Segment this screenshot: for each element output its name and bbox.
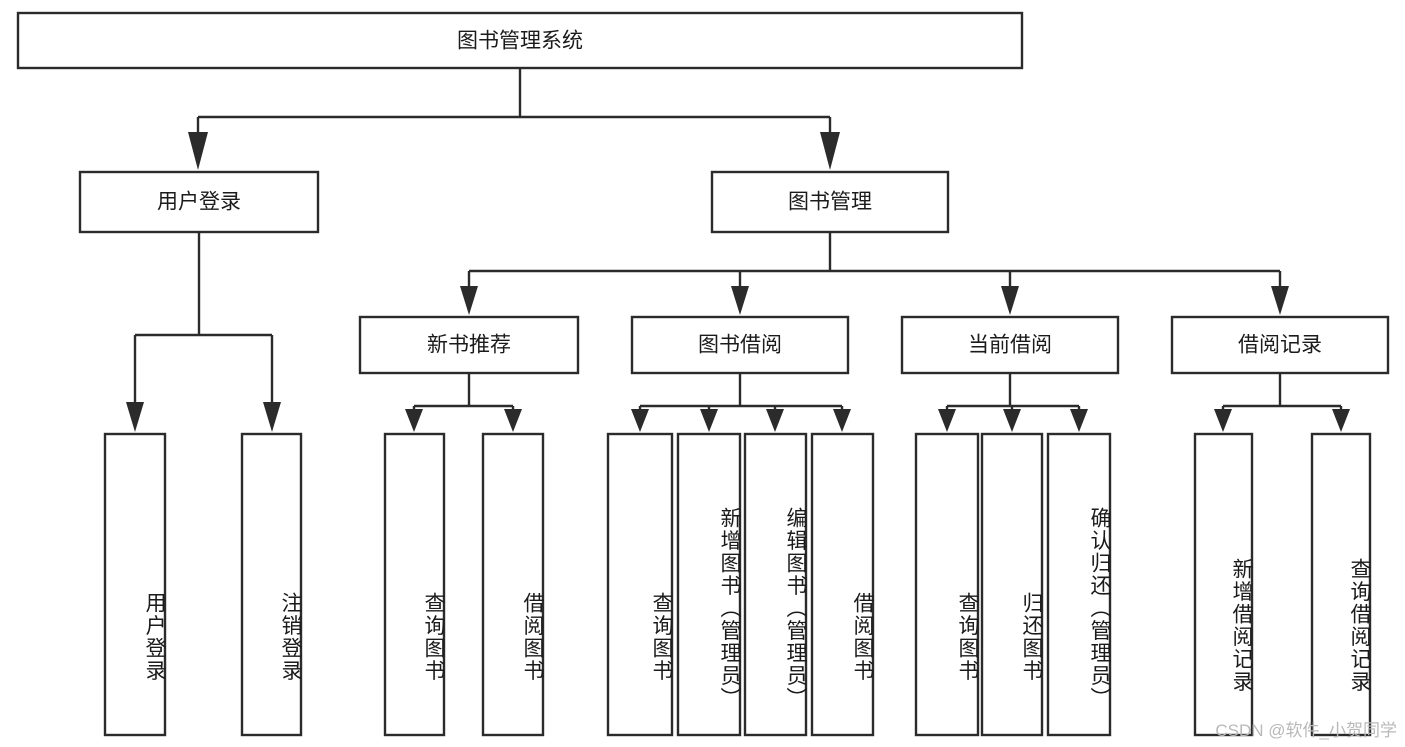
arrow-head-icon [504, 409, 522, 432]
connectors-bookmgmt-to-level3 [460, 232, 1289, 315]
arrow-head-icon [460, 286, 478, 315]
arrow-head-icon [126, 402, 144, 432]
arrow-head-icon [731, 286, 749, 315]
leaf-node-box[interactable] [481, 432, 545, 737]
leaf-node-box[interactable] [676, 432, 742, 737]
leaf-node-box[interactable] [240, 432, 303, 737]
connectors-current-to-leaves [938, 373, 1088, 432]
node-current-borrow-box[interactable] [900, 315, 1120, 375]
arrow-head-icon [188, 132, 208, 170]
leaf-node-box[interactable] [103, 432, 167, 737]
arrow-head-icon [1070, 409, 1088, 432]
node-root[interactable]: 图书管理系统 [16, 11, 1024, 70]
leaf-node-box[interactable] [383, 432, 446, 737]
arrow-head-icon [938, 409, 956, 432]
arrow-head-icon [405, 409, 423, 432]
node-borrow-record-label: 借阅记录 [1238, 334, 1322, 357]
node-book-borrow-label: 图书借阅 [698, 334, 782, 357]
node-current-borrow[interactable]: 当前借阅 [900, 315, 1120, 375]
node-user-login[interactable]: 用户登录 [78, 170, 320, 234]
arrow-head-icon [631, 409, 649, 432]
node-new-book-recommend-box[interactable] [358, 315, 580, 375]
arrow-head-icon [820, 132, 840, 170]
leaf-node-boxes [103, 432, 1372, 737]
leaf-node-box[interactable] [1046, 432, 1112, 737]
arrow-head-icon [833, 409, 851, 432]
leaf-node-box[interactable] [914, 432, 980, 737]
connectors-root-to-level2 [188, 68, 840, 170]
node-borrow-record-box[interactable] [1170, 315, 1390, 375]
node-user-login-box[interactable] [78, 170, 320, 234]
node-book-management-box[interactable] [710, 170, 950, 234]
arrow-head-icon [1001, 286, 1019, 315]
node-book-borrow-box[interactable] [630, 315, 850, 375]
leaf-node-box[interactable] [606, 432, 674, 737]
node-root-label: 图书管理系统 [457, 30, 583, 53]
connectors-record-to-leaves [1214, 373, 1350, 432]
arrow-head-icon [1214, 409, 1232, 432]
connectors-borrow-to-leaves [631, 373, 851, 432]
arrow-head-icon [1003, 409, 1021, 432]
leaf-node-box[interactable] [980, 432, 1044, 737]
watermark-text: CSDN @软件_小贺同学 [1215, 721, 1397, 740]
node-new-book-recommend[interactable]: 新书推荐 [358, 315, 580, 375]
leaf-node-box[interactable] [1193, 432, 1254, 737]
arrow-head-icon [1332, 409, 1350, 432]
leaf-node-box[interactable] [1310, 432, 1372, 737]
node-book-management[interactable]: 图书管理 [710, 170, 950, 234]
connectors-userlogin-to-leaves [126, 232, 281, 432]
node-book-management-label: 图书管理 [788, 191, 872, 214]
leaf-node-box[interactable] [810, 432, 875, 737]
node-book-borrow[interactable]: 图书借阅 [630, 315, 850, 375]
node-root-box[interactable] [16, 11, 1024, 70]
node-borrow-record[interactable]: 借阅记录 [1170, 315, 1390, 375]
node-new-book-recommend-label: 新书推荐 [427, 334, 511, 357]
node-current-borrow-label: 当前借阅 [968, 334, 1052, 357]
leaf-node-box[interactable] [743, 432, 808, 737]
node-user-login-label: 用户登录 [157, 191, 241, 214]
connectors-newbook-to-leaves [405, 373, 522, 432]
arrow-head-icon [1271, 286, 1289, 315]
arrow-head-icon [263, 402, 281, 432]
arrow-head-icon [766, 409, 784, 432]
arrow-head-icon [700, 409, 718, 432]
